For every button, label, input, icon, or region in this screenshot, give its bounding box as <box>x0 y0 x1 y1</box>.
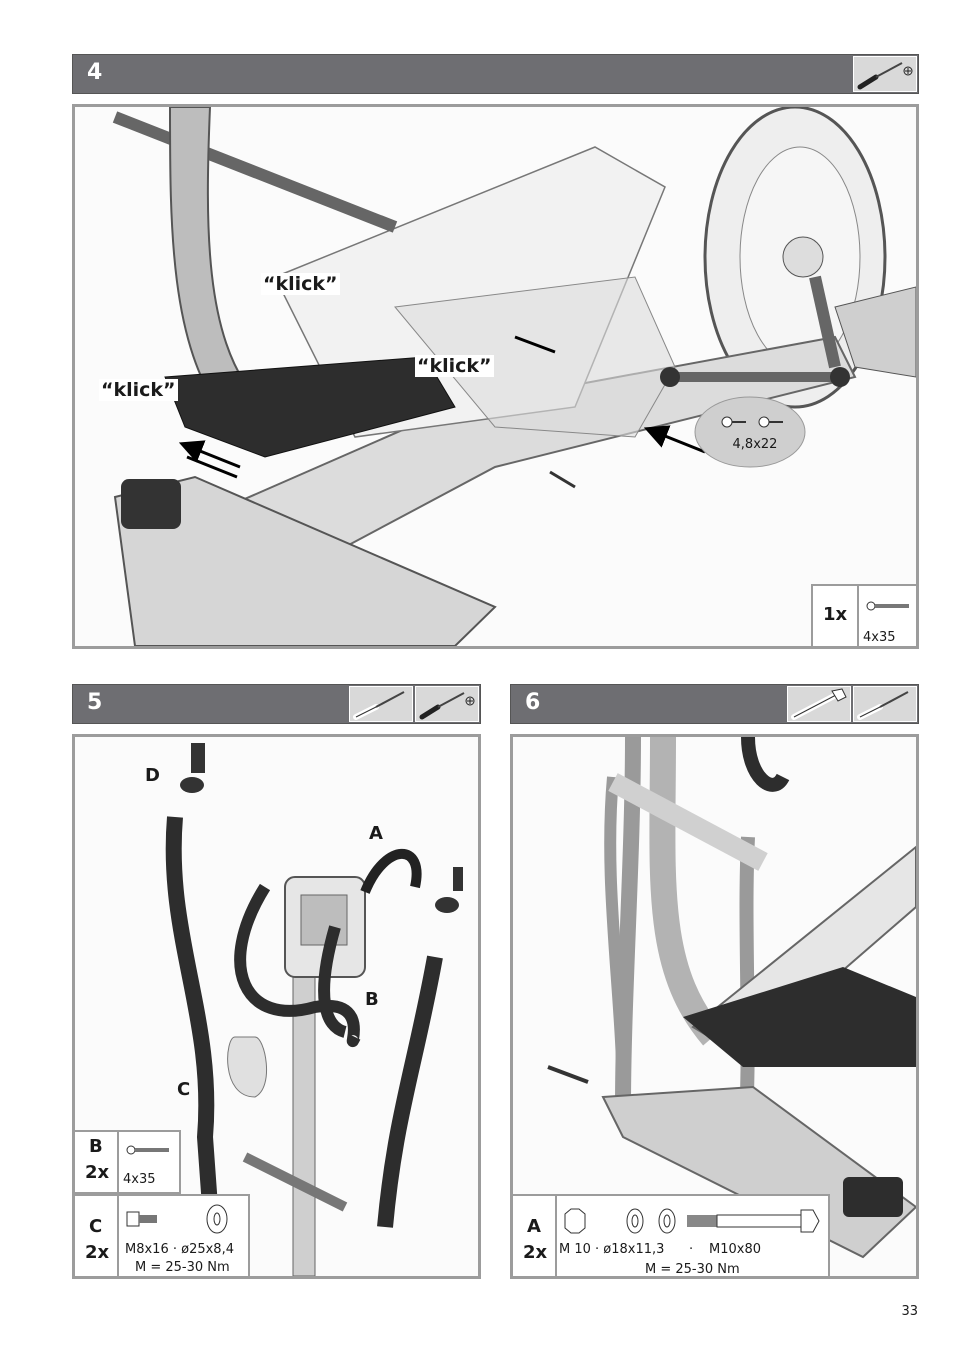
part-letter-a: A <box>369 823 383 844</box>
step-4-number: 4 <box>87 60 103 85</box>
tool-box <box>853 686 917 722</box>
tool-box <box>853 56 917 92</box>
legend-c-letter: C <box>89 1216 103 1237</box>
elliptical-base-illustration <box>112 107 916 646</box>
klick-callout-upper: “klick” <box>261 273 340 295</box>
step-6-number: 6 <box>525 690 541 715</box>
legend-b-qty: 2x <box>85 1162 110 1183</box>
tool-box <box>415 686 479 722</box>
klick-callout-middle: “klick” <box>415 355 494 377</box>
legend-a: A 2x M 10 · ø18x11,3 · M10x80 M = 25-30 … <box>513 1194 830 1277</box>
step-6-header: 6 <box>510 684 919 724</box>
bubble-label: 4,8x22 <box>732 437 778 452</box>
screw-bubble: 4,8x22 <box>700 407 810 459</box>
screwdriver-hex-icon <box>353 691 405 720</box>
legend-a-torque: M = 25-30 Nm <box>645 1262 740 1277</box>
step-4-parts-legend: 1x 4x35 <box>811 584 916 646</box>
part-letter-c: C <box>177 1079 191 1100</box>
page-number: 33 <box>901 1304 918 1319</box>
legend-part-label: 4x35 <box>863 630 896 645</box>
legend-divider <box>117 1132 119 1192</box>
tool-box <box>349 686 413 722</box>
tool-box <box>787 686 851 722</box>
screwdriver-phillips-icon <box>857 62 913 90</box>
legend-c-torque: M = 25-30 Nm <box>135 1260 230 1275</box>
bolt-washer-icon <box>126 1204 228 1234</box>
wrench-icon <box>791 688 847 720</box>
klick-callout-left: “klick” <box>99 379 178 401</box>
legend-qty: 1x <box>823 604 848 625</box>
legend-b-part: 4x35 <box>123 1172 156 1187</box>
legend-a-bolt: M10x80 <box>709 1242 761 1257</box>
step-4-illustration-panel: “klick” “klick” “klick” 4,8x22 1x 4x35 <box>72 104 919 649</box>
legend-a-spec: M 10 · ø18x11,3 <box>559 1242 665 1257</box>
screw-icon <box>721 416 783 428</box>
nut-washers-bolt-icon <box>564 1208 820 1234</box>
screwdriver-phillips-icon <box>419 692 475 720</box>
legend-a-qty: 2x <box>523 1242 548 1263</box>
step-5-illustration-panel: D A B C B 2x 4x35 C 2x M8x16 · ø25x8,4 M… <box>72 734 481 1279</box>
legend-divider <box>555 1196 557 1276</box>
step-6-illustration-panel: A 2x M 10 · ø18x11,3 · M10x80 M = 25-30 … <box>510 734 919 1279</box>
part-letter-b: B <box>365 989 379 1010</box>
legend-c: C 2x M8x16 · ø25x8,4 M = 25-30 Nm <box>75 1194 250 1276</box>
step-5-header: 5 <box>72 684 481 724</box>
legend-a-sep: · <box>689 1242 694 1257</box>
handlebar-assembly-illustration <box>165 743 463 1276</box>
screwdriver-hex-icon <box>857 691 909 720</box>
part-letter-d: D <box>145 765 160 786</box>
screw-icon <box>126 1145 169 1155</box>
legend-b: B 2x 4x35 <box>75 1130 181 1194</box>
legend-c-qty: 2x <box>85 1242 110 1263</box>
legend-divider <box>117 1196 119 1276</box>
legend-c-spec: M8x16 · ø25x8,4 <box>125 1242 234 1257</box>
step-5-number: 5 <box>87 690 103 715</box>
legend-b-letter: B <box>89 1136 103 1157</box>
legend-divider <box>857 586 859 646</box>
upright-arms-illustration <box>547 737 916 1259</box>
screw-icon <box>866 601 909 611</box>
step-4-header: 4 <box>72 54 919 94</box>
legend-a-letter: A <box>527 1216 541 1237</box>
